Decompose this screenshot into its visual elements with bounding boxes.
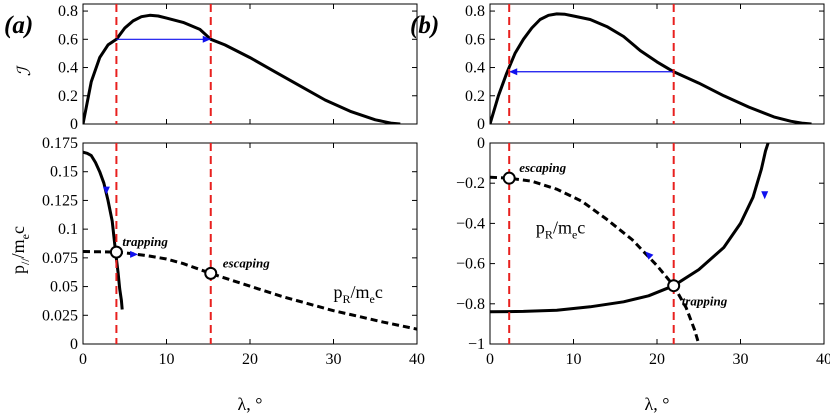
panel-a-curve-label-part: R xyxy=(343,292,351,306)
panel-b-bottom-xtick-label: 20 xyxy=(649,351,665,368)
panel-a-bottom-ytick-label: 0.1 xyxy=(58,221,78,238)
panel-b-top-arrow-head xyxy=(509,68,518,76)
panel-b-bottom-ytick-label: 0 xyxy=(477,135,485,152)
panel-a-bottom-ytick-label: 0.075 xyxy=(42,250,78,267)
panel-a-bottom-xtick-label: 0 xyxy=(79,351,87,368)
panel-a-bottom-ytick-label: 0 xyxy=(70,336,78,353)
panel-a-bottom-ytick-label: 0.15 xyxy=(50,164,78,181)
panel-a-top-arrow-head xyxy=(202,35,211,43)
panel-a-top-ytick-label: 0.6 xyxy=(58,31,78,48)
panel-b-bottom-solid-curve xyxy=(490,143,770,314)
panel-b-bottom-ytick-label: −0.4 xyxy=(456,215,485,232)
panel-a-bottom-solid-curve xyxy=(83,150,124,310)
panel-a-xlabel: λ, ° xyxy=(238,394,263,414)
panel-b-trapping-point xyxy=(667,279,681,293)
panel-a-bottom-xtick-label: 40 xyxy=(409,351,425,368)
panel-b-bottom-xtick-label: 40 xyxy=(816,351,830,368)
panel-a-bottom-ylabel-part: /m xyxy=(8,239,28,258)
panel-b-top-ytick-label: 0.8 xyxy=(465,3,485,20)
panel-a-curve-label-part: /m xyxy=(351,282,370,302)
panel-a-curve-label-part: p xyxy=(334,282,343,302)
panel-a-bottom-ylabel-part: e xyxy=(18,234,32,239)
panel-a-bottom-ylabel-part: // xyxy=(18,258,32,265)
panel-label-a: (a) xyxy=(4,12,33,39)
panel-a-bottom-ytick-label: 0.175 xyxy=(42,135,78,152)
panel-b-direction-marker xyxy=(761,191,769,200)
panel-b-curve-label-part: p xyxy=(536,217,545,237)
panel-b-top-frame xyxy=(489,3,825,125)
panel-b-bottom-ytick-label: −0.2 xyxy=(456,175,485,192)
panel-a-bottom-ylabel-part: c xyxy=(8,226,28,234)
panel-b-top-ytick-label: 0.4 xyxy=(465,60,485,77)
panel-a-top-ytick-label: 0 xyxy=(70,116,78,133)
panel-a-bottom-xtick-label: 30 xyxy=(326,351,342,368)
panel-a-bottom-ytick-label: 0.025 xyxy=(42,307,78,324)
panel-a-escaping-label: escaping xyxy=(223,255,270,270)
panel-b-bottom-xtick-label: 0 xyxy=(486,351,494,368)
panel-b-curve-label-part: c xyxy=(577,217,585,237)
panel-b-top-ytick-label: 0 xyxy=(477,116,485,133)
panel-a-curve-label: pR/mec xyxy=(334,282,383,306)
panel-a-top-ytick-label: 0.4 xyxy=(58,60,78,77)
panel-label-b: (b) xyxy=(410,12,439,39)
plots-group: 0 0.2 0.4 0.6 0.8 0 0.025 0.05 0.075 0.1 0.125 0.15… xyxy=(8,3,830,414)
panel-a-bottom-xtick-label: 20 xyxy=(242,351,258,368)
panel-a-direction-marker xyxy=(130,250,139,258)
panel-b-direction-marker xyxy=(645,251,654,260)
panel-a-top-solid-curve xyxy=(83,13,401,124)
panel-a-bottom-xtick-label: 10 xyxy=(159,351,175,368)
panel-a-bottom-ytick-label: 0.05 xyxy=(50,279,78,296)
panel-a-bottom-ytick-label: 0.125 xyxy=(42,192,78,209)
panel-a-top-ylabel: ℐ xyxy=(14,64,34,76)
panel-a-direction-marker xyxy=(102,186,110,195)
panel-b-curve-label-part: R xyxy=(545,227,553,241)
panel-a-curve-label-part: e xyxy=(370,292,375,306)
panel-b-top-ytick-label: 0.6 xyxy=(465,31,485,48)
panel-b-bottom-ytick-label: −0.6 xyxy=(456,256,485,273)
panel-b-escaping-point xyxy=(502,171,516,185)
panel-b-bottom-xtick-label: 10 xyxy=(566,351,582,368)
panel-b-bottom-dashed-curve xyxy=(490,175,701,344)
panel-b-bottom-ytick-label: −1 xyxy=(468,336,485,353)
panel-a-bottom-ylabel: p///mec xyxy=(8,226,32,274)
panel-b-top-solid-curve xyxy=(490,12,812,124)
panel-b-curve-label-part: e xyxy=(572,227,577,241)
panel-b-escaping-label: escaping xyxy=(519,160,566,175)
panel-a-bottom-ylabel-part: p xyxy=(8,265,28,274)
panel-b-curve-label-part: /m xyxy=(553,217,572,237)
panel-b-trapping-label: trapping xyxy=(682,294,728,309)
panel-b-top-ytick-label: 0.2 xyxy=(465,88,485,105)
panel-b-curve-label: pR/mec xyxy=(536,217,585,241)
panel-b-bottom-xtick-label: 30 xyxy=(733,351,749,368)
panel-a-escaping-point xyxy=(204,266,218,280)
panel-a-trapping-point xyxy=(109,245,123,259)
panel-b-xlabel: λ, ° xyxy=(645,394,670,414)
panel-a-trapping-label: trapping xyxy=(122,234,168,249)
panel-a-curve-label-part: c xyxy=(375,282,383,302)
panel-b-bottom-ytick-label: −0.8 xyxy=(456,296,485,313)
panel-a-top-ytick-label: 0.2 xyxy=(58,88,78,105)
panel-a-top-ytick-label: 0.8 xyxy=(58,3,78,20)
